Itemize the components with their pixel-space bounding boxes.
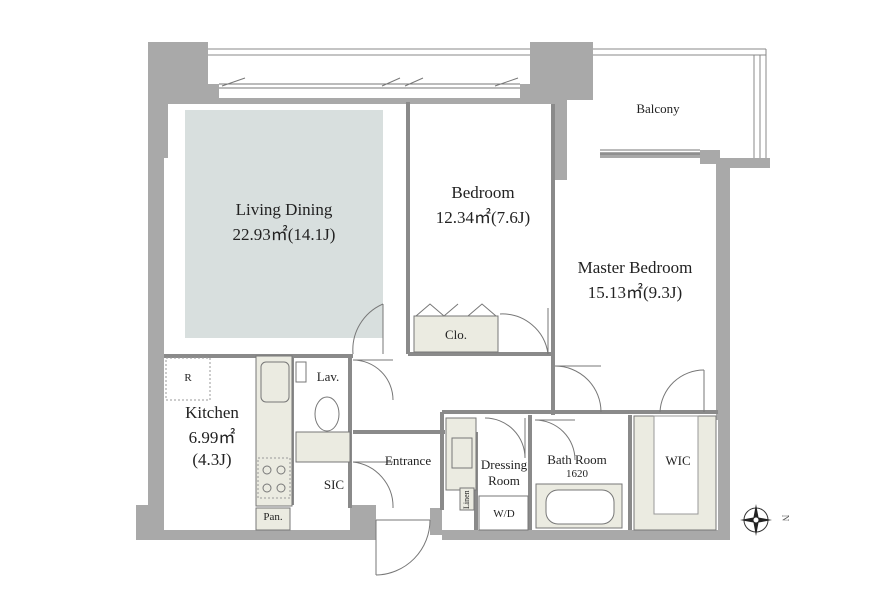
kitchen-counter: [165, 355, 293, 507]
kitchen-jo: (4.3J): [192, 449, 232, 469]
master-bedroom-area: 15.13㎡(9.3J): [587, 283, 683, 303]
pantry-label: Pan.: [263, 511, 283, 523]
master-bedroom-label: Master Bedroom 15.13㎡(9.3J): [560, 257, 710, 304]
kitchen-area: 6.99㎡: [188, 428, 236, 448]
wic-label: WIC: [665, 453, 691, 468]
master-bedroom-name: Master Bedroom: [577, 258, 693, 277]
dressing-room-label: Dressing Room: [480, 457, 528, 489]
dressing-fixtures: [445, 417, 529, 531]
living-dining-name: Living Dining: [235, 200, 333, 219]
compass-north-label: N: [780, 514, 791, 522]
bath-room-label: Bath Room 1620: [532, 452, 622, 482]
bedroom-name: Bedroom: [451, 183, 515, 202]
walls: [136, 42, 770, 540]
washer-dryer-label: W/D: [493, 508, 515, 520]
refrigerator-label: R: [184, 372, 192, 384]
bathtub: [535, 483, 623, 529]
bedroom-area: 12.34㎡(7.6J): [435, 208, 531, 228]
lavatory-fixtures: [295, 361, 351, 463]
bath-size: 1620: [566, 468, 588, 481]
bath-room-name: Bath Room: [547, 452, 607, 467]
kitchen-name: Kitchen: [185, 403, 239, 422]
living-dining-label: Living Dining 22.93㎡(14.1J): [204, 199, 364, 246]
living-dining-area: 22.93㎡(14.1J): [232, 225, 336, 245]
balcony-outline: [208, 48, 767, 158]
balcony-label: Balcony: [636, 101, 680, 116]
wic-shelving: [633, 415, 717, 531]
linen-label: Linen: [462, 490, 471, 509]
bedroom-label: Bedroom 12.34㎡(7.6J): [413, 182, 553, 229]
doors: [352, 303, 705, 576]
sic-label: SIC: [323, 477, 345, 492]
entrance-label: Entrance: [384, 453, 432, 468]
pantry-box: [255, 507, 291, 531]
kitchen-label: Kitchen 6.99㎡ (4.3J): [172, 402, 252, 470]
compass-icon: [740, 504, 772, 536]
lav-label: Lav.: [316, 369, 340, 384]
windows: [219, 77, 700, 155]
closet: [413, 303, 499, 353]
living-floor-area: [185, 110, 383, 338]
closet-label: Clo.: [444, 327, 468, 342]
